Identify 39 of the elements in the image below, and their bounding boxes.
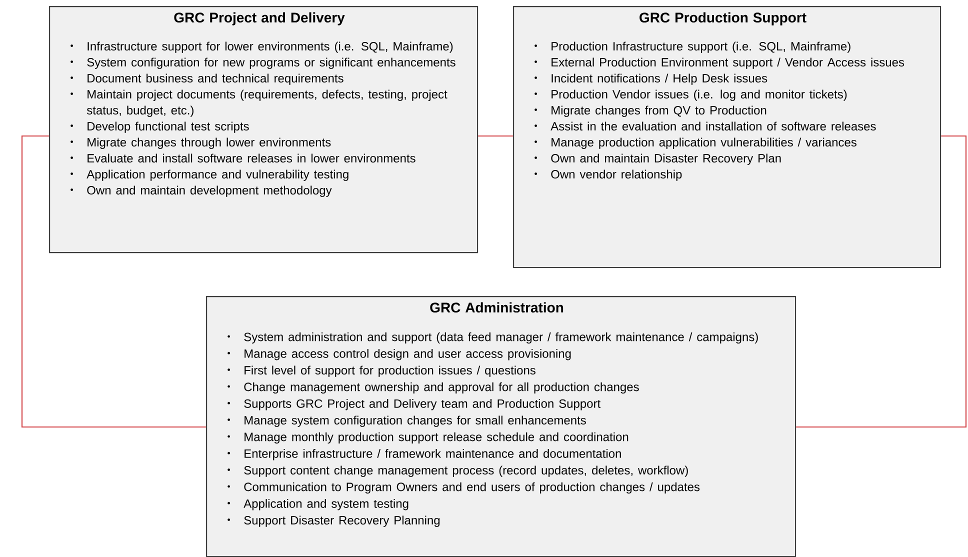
bullet-item: Manage access control design and user access provisioning [228, 349, 571, 360]
bullet-item: Migrate changes through lower environments [70, 138, 331, 149]
bullet-item: First level of support for production issues / questions [228, 366, 536, 377]
bullet-item: Document business and technical requirements [70, 74, 344, 85]
process-box [206, 296, 796, 557]
bullet-item: Support Disaster Recovery Planning [228, 516, 440, 527]
bullet-item: System configuration for new programs or significant enhancements [70, 58, 456, 69]
bullet-item: Production Infrastructure support (i.e. SQL, Mainframe) [534, 42, 850, 53]
bullet-item: Communication to Program Owners and end users of production changes / updates [228, 482, 700, 494]
process-box [513, 6, 942, 268]
connector-line [796, 135, 967, 428]
bullet-item: Application and system testing [228, 499, 408, 510]
bullet-item: Migrate changes from QV to Production [534, 106, 766, 117]
bullet-item: Own and maintain development methodology [70, 186, 332, 197]
box-heading: GRC Project and Delivery [174, 12, 345, 26]
box-heading: GRC Production Support [640, 12, 806, 26]
bullet-item: Maintain project documents (requirements, defects, testing, project status, budget, etc.) [70, 90, 448, 117]
bullet-item: Own vendor relationship [534, 170, 682, 181]
bullet-item: Develop functional test scripts [70, 122, 249, 133]
connector-line [21, 135, 206, 428]
connector-line [478, 135, 513, 137]
bullet-item: Manage production application vulnerabilities / variances [534, 138, 856, 149]
bullet-item: Infrastructure support for lower environments (i.e. SQL, Mainframe) [70, 42, 453, 53]
bullet-item: Enterprise infrastructure / framework maintenance and documentation [228, 449, 621, 460]
process-box [49, 6, 478, 254]
box-heading: GRC Administration [430, 302, 564, 313]
bullet-item: Production Vendor issues (i.e. log and monitor tickets) [534, 90, 847, 101]
bullet-item: Manage monthly production support release schedule and coordination [228, 432, 628, 444]
bullet-item: Supports GRC Project and Delivery team and Production Support [228, 399, 600, 410]
bullet-item: Incident notifications / Help Desk issues [534, 74, 768, 85]
bullet-item: Manage system configuration changes for small enhancements [228, 416, 586, 427]
bullet-item: External Production Environment support / Vendor Access issues [534, 58, 904, 69]
bullet-item: Application performance and vulnerability testing [70, 170, 348, 181]
bullet-item: Change management ownership and approval for all production changes [228, 382, 639, 394]
bullet-item: Own and maintain Disaster Recovery Plan [534, 154, 781, 165]
bullet-item: Support content change management process (record updates, deletes, workflow) [228, 466, 688, 477]
bullet-item: Assist in the evaluation and installation of software releases [534, 122, 876, 131]
bullet-item: System administration and support (data feed manager / framework maintenance / campaigns) [228, 332, 758, 344]
bullet-item: Evaluate and install software releases in lower environments [70, 154, 416, 163]
